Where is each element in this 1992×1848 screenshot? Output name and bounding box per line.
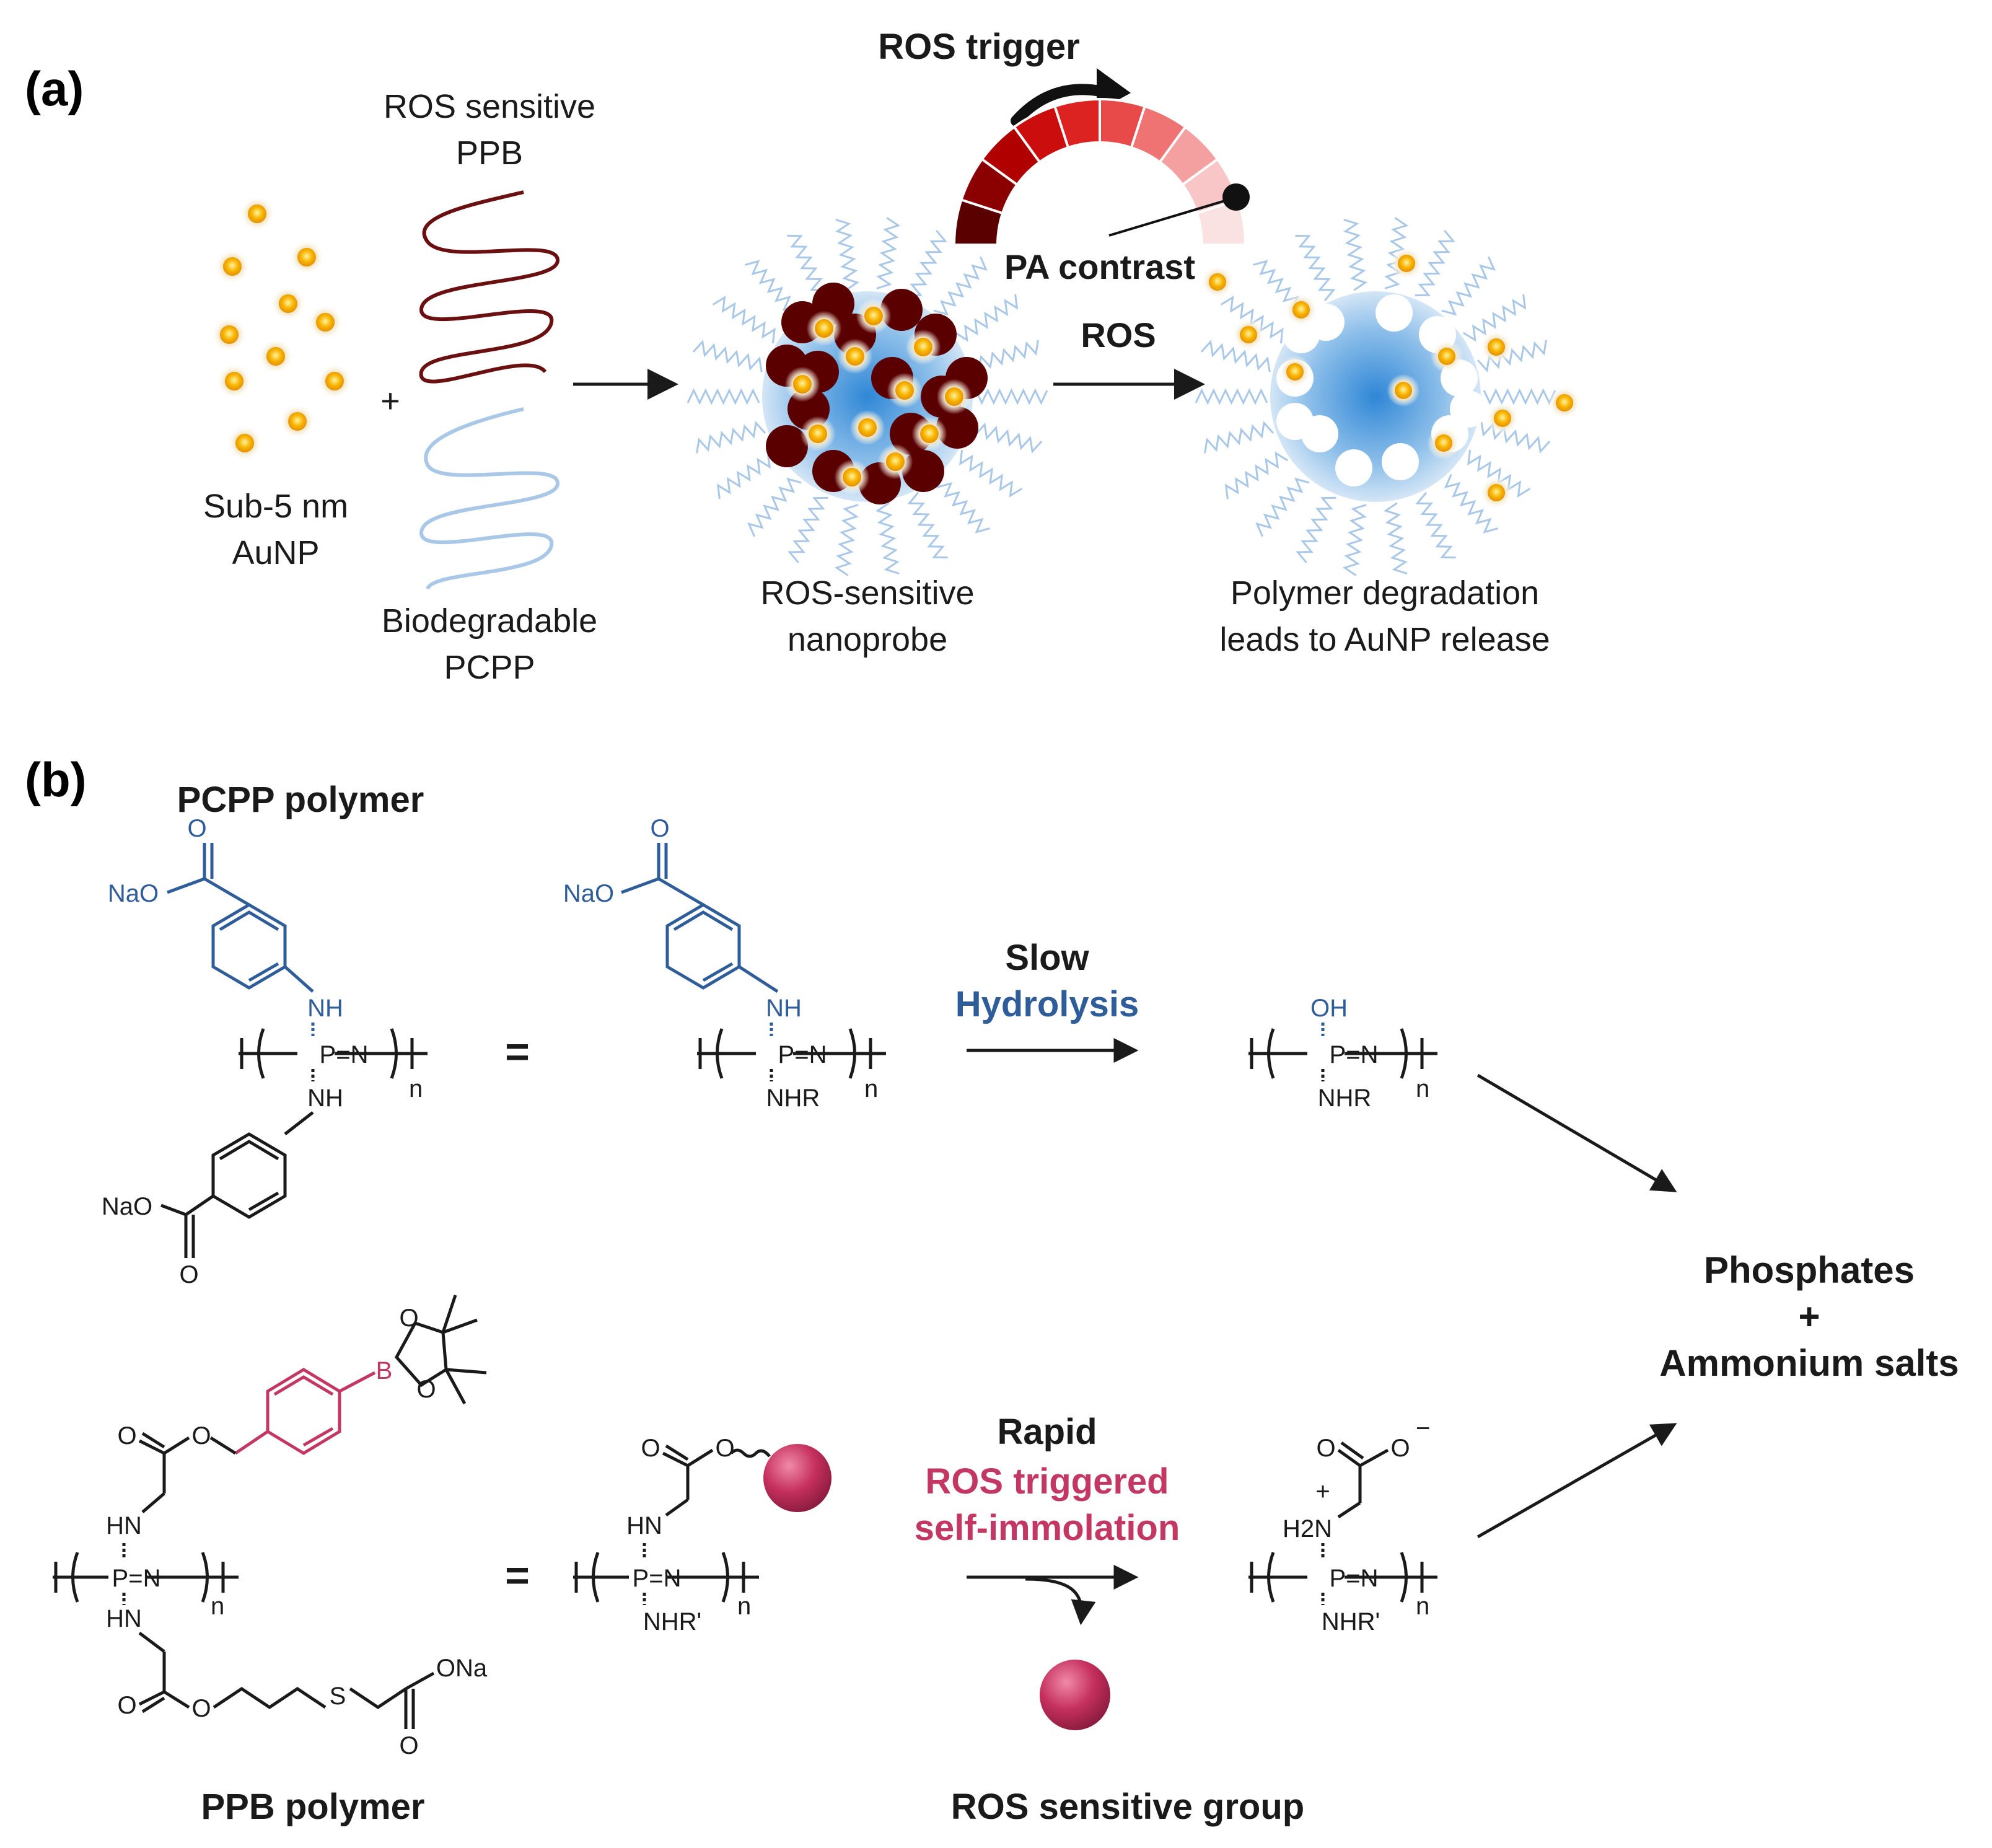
ppb-simplified: O O HN P=N n NHR' — [573, 1435, 831, 1635]
ppb-label-line2: PPB — [456, 134, 523, 172]
ros-trigger-arrow-curve — [1011, 84, 1115, 126]
svg-text:O: O — [1316, 1435, 1335, 1462]
aunp-label-line2: AuNP — [232, 534, 319, 571]
svg-text:S: S — [330, 1683, 346, 1710]
svg-text:HN: HN — [106, 1512, 142, 1539]
ppb-product: O O − + H2N P=N n NHR' — [1248, 1415, 1437, 1635]
svg-text:n: n — [409, 1075, 423, 1102]
svg-text:O: O — [641, 1435, 660, 1462]
svg-text:O: O — [187, 815, 206, 842]
pcpp-coil — [419, 407, 560, 590]
panel-b-label: (b) — [25, 752, 87, 807]
svg-text:P=N: P=N — [778, 1041, 827, 1068]
aunp-cluster — [211, 196, 353, 461]
svg-text:O: O — [399, 1732, 418, 1759]
svg-text:NaO: NaO — [108, 880, 159, 907]
hydrolysis-product: OH P=N n NHR — [1248, 995, 1437, 1112]
svg-text:ONa: ONa — [436, 1655, 488, 1682]
rapid-label: Rapid — [997, 1412, 1097, 1452]
equals-ppb: = — [505, 1552, 530, 1599]
svg-text:O: O — [650, 815, 669, 842]
svg-text:O: O — [715, 1435, 734, 1462]
arrow-to-products-lower — [1476, 1423, 1677, 1539]
degraded-particle — [1195, 217, 1581, 576]
arrow-to-products-upper — [1476, 1073, 1677, 1192]
plus-sign: + — [380, 382, 400, 420]
ros-sensitive-group-label: ROS sensitive group — [951, 1787, 1304, 1827]
svg-text:NH: NH — [307, 995, 343, 1022]
ppb-label-line1: ROS sensitive — [384, 88, 595, 125]
svg-text:HN: HN — [106, 1605, 142, 1632]
svg-text:O: O — [117, 1422, 136, 1450]
svg-text:P=N: P=N — [320, 1041, 369, 1068]
pcpp-structure: O NaO NH P=N n NH NaO O — [102, 815, 428, 1288]
arrow-release-group — [1025, 1577, 1096, 1626]
pcpp-polymer-title: PCPP polymer — [177, 780, 424, 820]
products-line2: Ammonium salts — [1659, 1342, 1959, 1384]
nanoprobe-label-line1: ROS-sensitive — [760, 574, 974, 612]
svg-text:O: O — [179, 1261, 198, 1288]
ros-trigger-label: ROS trigger — [878, 27, 1080, 67]
self-immolation-label: self-immolation — [915, 1508, 1180, 1548]
svg-text:HN: HN — [626, 1512, 662, 1539]
pcpp-label-line2: PCPP — [444, 649, 535, 686]
equals-pcpp: = — [505, 1028, 530, 1075]
hydrolysis-label: Hydrolysis — [955, 984, 1139, 1024]
ros-arrow-label: ROS — [1081, 315, 1156, 354]
products-plus: + — [1798, 1296, 1820, 1337]
svg-text:n: n — [864, 1075, 878, 1102]
svg-text:NH: NH — [766, 995, 802, 1022]
svg-text:NHR: NHR — [766, 1085, 820, 1112]
svg-text:n: n — [1416, 1075, 1429, 1102]
svg-text:NaO: NaO — [563, 880, 614, 907]
ppb-polymer-title: PPB polymer — [201, 1787, 425, 1827]
pa-gauge — [952, 97, 1250, 246]
aunp-label-line1: Sub-5 nm — [203, 488, 348, 525]
svg-text:P=N: P=N — [633, 1565, 682, 1592]
products-line1: Phosphates — [1704, 1249, 1915, 1291]
svg-text:OH: OH — [1310, 995, 1348, 1022]
svg-text:O: O — [416, 1376, 436, 1403]
svg-text:NaO: NaO — [102, 1193, 152, 1220]
nanoprobe-label-line2: nanoprobe — [788, 621, 947, 658]
svg-text:NHR': NHR' — [643, 1608, 701, 1635]
ppb-structure: B O O O O HN P=N n HN — [53, 1295, 488, 1759]
svg-text:H2N: H2N — [1283, 1515, 1332, 1542]
svg-text:P=N: P=N — [112, 1565, 161, 1592]
svg-text:O: O — [191, 1695, 211, 1722]
pcpp-label-line1: Biodegradable — [382, 602, 597, 640]
svg-text:O: O — [117, 1692, 136, 1719]
release-label-line2: leads to AuNP release — [1219, 621, 1550, 658]
svg-text:P=N: P=N — [1330, 1565, 1379, 1592]
svg-text:P=N: P=N — [1330, 1041, 1379, 1068]
released-ros-group-ball — [1040, 1660, 1110, 1730]
svg-text:+: + — [1315, 1478, 1330, 1505]
ppb-coil — [419, 190, 560, 384]
panel-a-label: (a) — [25, 61, 84, 116]
ros-triggered-label: ROS triggered — [925, 1461, 1169, 1502]
svg-text:NHR: NHR — [1318, 1085, 1372, 1112]
svg-text:−: − — [1416, 1415, 1430, 1442]
svg-text:O: O — [1390, 1435, 1410, 1462]
release-label-line1: Polymer degradation — [1231, 574, 1539, 612]
svg-text:O: O — [399, 1305, 418, 1332]
svg-text:NH: NH — [307, 1085, 343, 1112]
pa-contrast-label: PA contrast — [1004, 247, 1195, 286]
svg-text:O: O — [191, 1422, 211, 1450]
nanoprobe — [687, 217, 1048, 576]
svg-text:n: n — [211, 1593, 224, 1620]
svg-text:B: B — [376, 1357, 393, 1384]
svg-text:n: n — [737, 1593, 751, 1620]
slow-label: Slow — [1005, 938, 1089, 978]
svg-text:n: n — [1416, 1593, 1429, 1620]
ros-sensitive-group-ball — [763, 1444, 831, 1512]
pcpp-simplified: O NaO NH P=N n NHR — [563, 815, 886, 1112]
svg-text:NHR': NHR' — [1322, 1608, 1380, 1635]
